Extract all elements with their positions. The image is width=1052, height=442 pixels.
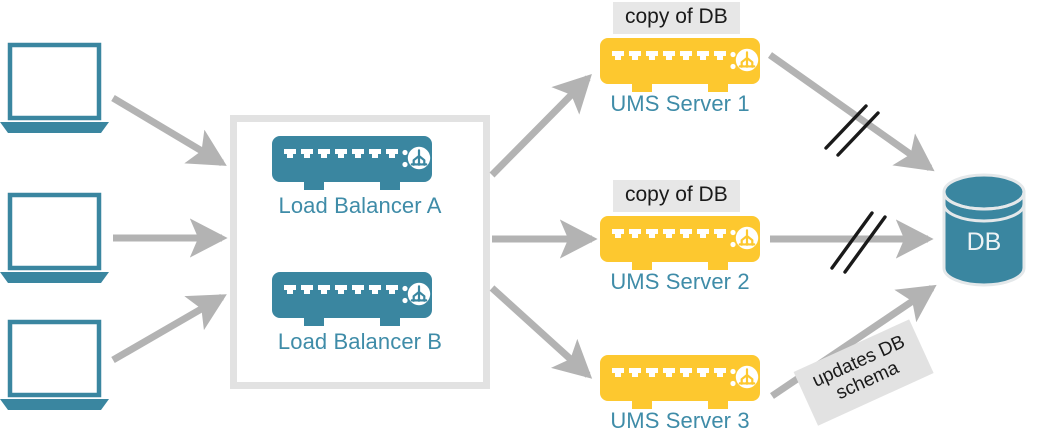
- load-balancer-a-label: Load Balancer A: [278, 193, 442, 218]
- client-laptop-1: [0, 42, 109, 133]
- load-balancer-b-label: Load Balancer B: [277, 329, 443, 354]
- ums-server-2-icon: [600, 216, 760, 270]
- arrow-ums1-to-db: [767, 52, 935, 172]
- client-laptop-3: [0, 319, 109, 410]
- database-icon: [942, 173, 1026, 287]
- ums-server-3-icon: [600, 355, 760, 409]
- database-label: DB: [966, 228, 1002, 256]
- ums-server-2-label: UMS Server 2: [610, 269, 750, 294]
- arrow-lb-to-ums3: [489, 285, 593, 379]
- ums-server-2-tag: copy of DB: [613, 180, 740, 212]
- arrow-laptop1-to-lb: [111, 94, 227, 167]
- break-mark-ums1-db: [824, 104, 880, 157]
- arrow-laptop3-to-lb: [111, 293, 227, 364]
- load-balancer-a-icon: [272, 136, 432, 190]
- ums-server-1-icon: [600, 38, 760, 92]
- load-balancer-b-icon: [272, 272, 432, 326]
- ums-server-3-label: UMS Server 3: [610, 408, 750, 433]
- ums-server-1-label: UMS Server 1: [610, 91, 750, 116]
- break-mark-ums2-db: [830, 211, 887, 274]
- ums-server-1-tag: copy of DB: [613, 2, 740, 34]
- arrow-lb-to-ums1: [489, 74, 592, 178]
- client-laptop-2: [0, 192, 109, 283]
